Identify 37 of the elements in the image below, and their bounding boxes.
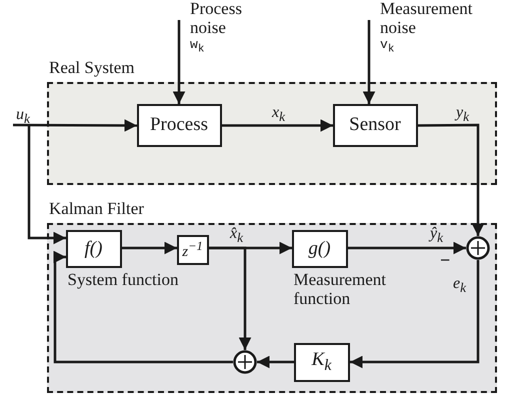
- block-box: [332, 104, 418, 146]
- arrow: [362, 20, 376, 104]
- block-label: g(): [308, 238, 331, 260]
- arrow: [222, 119, 333, 132]
- box-caption: System function: [68, 270, 180, 290]
- arrow: [418, 124, 484, 236]
- signal-label: ŷ$_{k}$: [430, 225, 444, 246]
- box-caption: Measurement function: [294, 270, 388, 309]
- arrow: [350, 260, 480, 368]
- block-box: [176, 234, 208, 264]
- signal-name: v$_{k}$: [380, 37, 396, 56]
- block-label: Sensor: [349, 114, 401, 136]
- block-label: Process: [150, 114, 208, 136]
- signal-label: x$_{k}$: [272, 104, 286, 126]
- block-box: [294, 342, 350, 382]
- arrow: [13, 119, 137, 132]
- block-label: z$^{−1}$: [182, 238, 203, 260]
- arrow: [122, 242, 177, 254]
- arrow: [257, 356, 294, 368]
- signal-name: w$_{k}$: [190, 37, 206, 56]
- arrow: [54, 250, 233, 364]
- signal-label: u$_{k}$: [16, 106, 30, 128]
- arrow: [28, 125, 66, 244]
- block-label: K$_{k}$: [312, 349, 332, 375]
- region-title: Kalman Filter: [49, 199, 144, 219]
- sign-label: −: [440, 250, 450, 271]
- block-label: f(): [84, 238, 102, 260]
- signal-label: y$_{k}$: [456, 104, 470, 126]
- input-label: Process noise: [190, 0, 243, 38]
- arrow: [172, 20, 186, 104]
- signal-label: x̂$_{k}$: [230, 225, 244, 246]
- region-title: Real System: [49, 58, 134, 78]
- block-box: [136, 104, 222, 146]
- signal-label: e$_{k}$: [453, 275, 466, 296]
- arrow: [348, 242, 466, 254]
- arrow: [209, 246, 252, 350]
- input-label: Measurement noise: [380, 0, 474, 38]
